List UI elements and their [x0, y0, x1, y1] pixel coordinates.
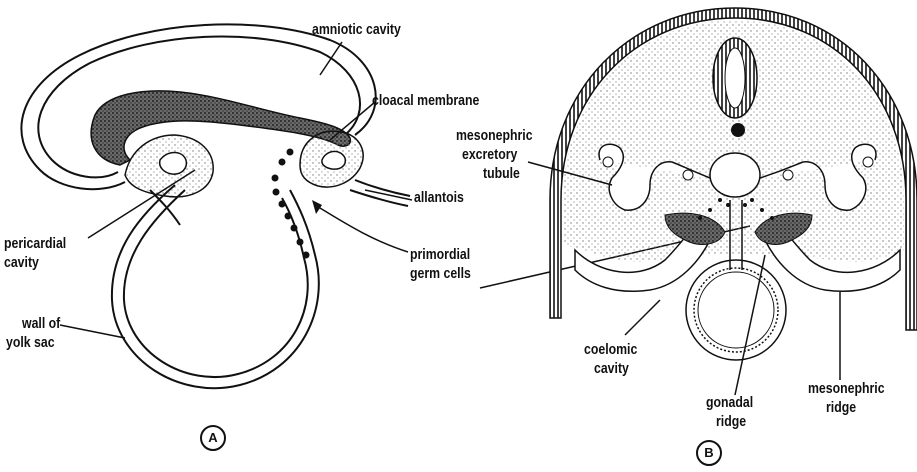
panel-a-drawing [21, 24, 410, 388]
label-primordial-germ-cells-1: primordial [410, 247, 470, 263]
pericardial-cavity-shape [160, 153, 187, 175]
label-coelomic-cavity-2: cavity [594, 361, 629, 377]
yolk-sac-inner [124, 190, 308, 377]
label-mesonephric-ridge-2: ridge [826, 400, 856, 416]
label-wall-of-yolk-sac-2: yolk sac [6, 335, 55, 351]
label-pericardial-cavity-1: pericardial [4, 236, 66, 252]
label-wall-of-yolk-sac-1: wall of [22, 316, 60, 332]
panel-b-drawing [550, 8, 917, 360]
notochord [731, 123, 745, 137]
label-gonadal-ridge-1: gonadal [706, 395, 753, 411]
label-mesonephric-tubule-3: tubule [483, 166, 520, 182]
label-mesonephric-ridge-1: mesonephric [808, 381, 885, 397]
label-gonadal-ridge-2: ridge [716, 414, 746, 430]
label-mesonephric-tubule-2: excretory [462, 147, 517, 163]
label-amniotic-cavity: amniotic cavity [312, 22, 401, 38]
label-coelomic-cavity-1: coelomic [584, 342, 637, 358]
gut-lumen [698, 272, 774, 348]
label-mesonephric-tubule-1: mesonephric [456, 128, 533, 144]
label-cloacal-membrane: cloacal membrane [372, 93, 479, 109]
label-primordial-germ-cells-2: germ cells [410, 266, 471, 282]
germ-arrow-head [312, 200, 322, 214]
label-pericardial-cavity-2: cavity [4, 255, 39, 271]
cloaca-shape [322, 151, 345, 169]
panel-label-a: A [200, 425, 226, 451]
label-allantois: allantois [414, 190, 464, 206]
panel-label-b: B [696, 440, 722, 466]
aorta [710, 153, 760, 197]
